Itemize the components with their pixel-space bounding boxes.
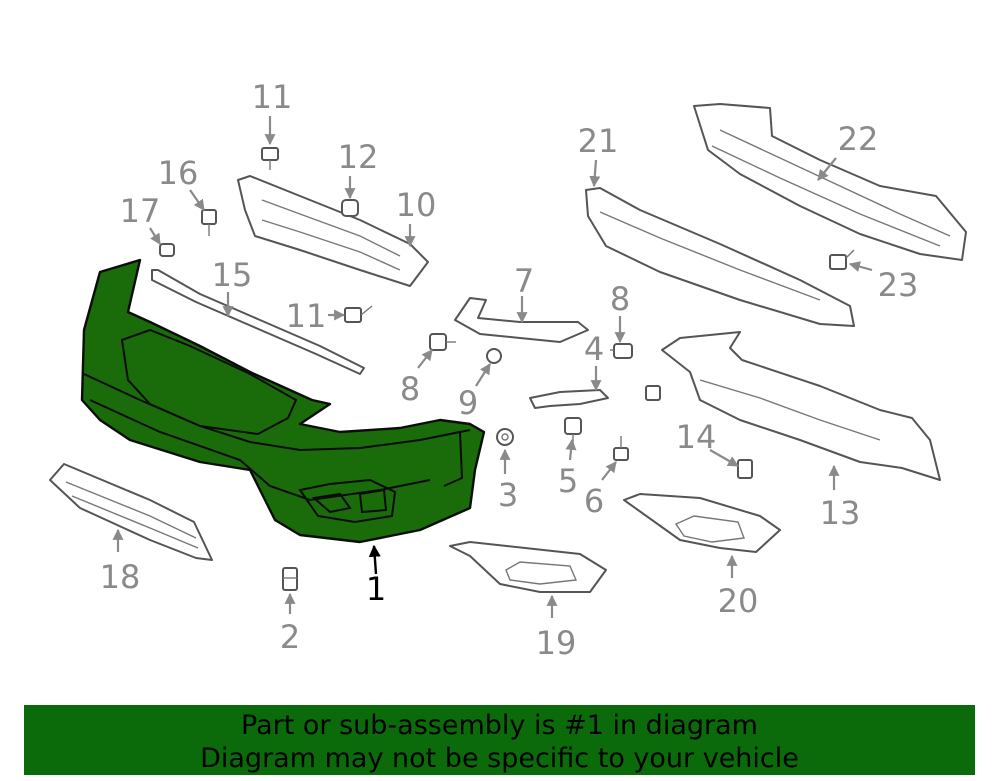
bolt-part-11a[interactable] <box>261 147 279 170</box>
clip-part-3[interactable] <box>496 428 514 446</box>
leader-14 <box>709 449 739 467</box>
callout-18: 18 <box>100 558 141 596</box>
callout-8a: 8 <box>400 370 420 408</box>
callout-8b: 8 <box>610 280 630 318</box>
leader-23 <box>848 261 873 272</box>
leader-21 <box>589 159 601 188</box>
bolt-part-23[interactable] <box>829 249 855 270</box>
bolt-part-8a[interactable] <box>429 333 456 351</box>
molding-part-15[interactable] <box>151 269 365 375</box>
callout-21: 21 <box>578 122 619 160</box>
banner-line-1: Part or sub-assembly is #1 in diagram <box>241 710 758 741</box>
callout-23: 23 <box>878 266 919 304</box>
bolt-part-14[interactable] <box>645 385 753 479</box>
callout-5: 5 <box>558 462 578 500</box>
callout-2: 2 <box>280 618 300 656</box>
bracket-part-7[interactable] <box>454 297 589 343</box>
leader-22 <box>817 157 837 181</box>
callout-7: 7 <box>514 262 534 300</box>
bolt-part-8b[interactable] <box>610 343 633 359</box>
callout-10: 10 <box>396 186 437 224</box>
callout-20: 20 <box>718 582 759 620</box>
absorber-part-21[interactable] <box>585 187 855 327</box>
callout-3: 3 <box>498 476 518 514</box>
callout-13: 13 <box>820 494 861 532</box>
bumper-cover-part-1[interactable] <box>80 258 486 544</box>
banner-line-2: Diagram may not be specific to your vehi… <box>200 743 799 774</box>
lower-grille-part-18[interactable] <box>49 463 213 561</box>
callout-14: 14 <box>676 418 717 456</box>
leader-1 <box>368 544 381 575</box>
clip-part-17[interactable] <box>159 243 175 257</box>
bolt-part-16[interactable] <box>201 209 217 236</box>
leader-16 <box>189 189 205 211</box>
clip-part-12[interactable] <box>341 199 359 217</box>
callout-19: 19 <box>536 624 577 662</box>
bolt-part-11b[interactable] <box>344 305 373 323</box>
clip-part-9[interactable] <box>486 348 502 364</box>
bolt-part-6[interactable] <box>613 436 629 461</box>
leader-8a <box>417 349 433 369</box>
leader-17 <box>149 227 161 245</box>
reinforcement-part-22[interactable] <box>693 103 967 261</box>
callout-15: 15 <box>212 256 253 294</box>
clip-part-2[interactable] <box>282 567 298 591</box>
leader-9 <box>475 363 491 387</box>
fog-bezel-part-20[interactable] <box>623 493 781 553</box>
fog-bezel-part-19[interactable] <box>449 541 607 593</box>
bolt-part-5[interactable] <box>564 417 582 444</box>
parts-diagram: 1 2 3 4 5 6 7 8 8 9 10 11 11 12 13 14 15… <box>49 78 967 662</box>
grille-mount-part-10[interactable] <box>237 175 429 287</box>
callout-11a: 11 <box>252 78 293 116</box>
callout-12: 12 <box>338 138 379 176</box>
info-banner: Part or sub-assembly is #1 in diagram Di… <box>24 705 975 775</box>
leader-5 <box>565 438 577 461</box>
callout-4: 4 <box>584 330 604 368</box>
callout-9: 9 <box>458 384 478 422</box>
callout-16: 16 <box>158 154 199 192</box>
callout-11b: 11 <box>286 297 327 335</box>
leader-6 <box>601 461 617 481</box>
callout-1: 1 <box>366 570 386 608</box>
callout-6: 6 <box>584 482 604 520</box>
callout-22: 22 <box>838 120 879 158</box>
undertray-part-13[interactable] <box>661 331 941 481</box>
bracket-part-4[interactable] <box>529 389 609 409</box>
callout-17: 17 <box>120 192 161 230</box>
